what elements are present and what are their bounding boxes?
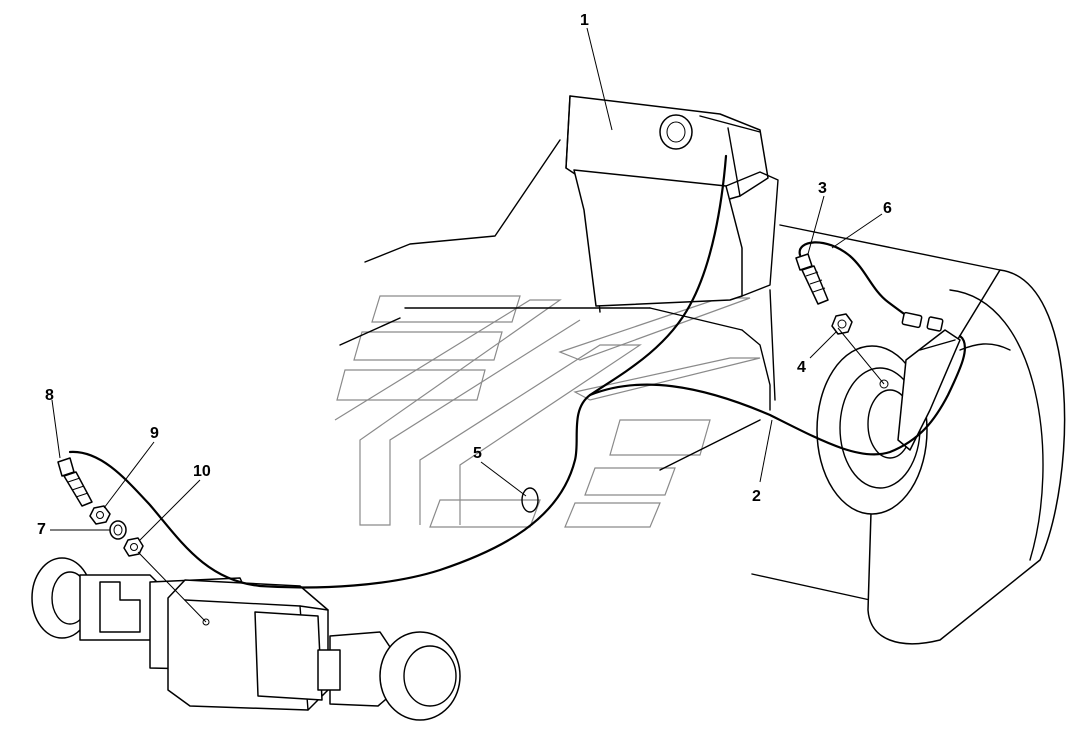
- pipe-clip-part-5: [521, 487, 539, 513]
- callout-7: 7: [37, 521, 46, 538]
- callout-8: 8: [45, 387, 54, 404]
- branch-brake-pipe: [588, 334, 966, 456]
- brake-fluid-reservoir: [565, 95, 779, 307]
- pipe-union-part-8: [57, 457, 93, 507]
- brake-hose-part-6: [798, 241, 912, 320]
- plug-part-7: [109, 520, 127, 540]
- callout-10: 10: [193, 463, 211, 480]
- watermark-logo: [334, 295, 761, 528]
- hose-end-fittings-part-6: [901, 311, 944, 332]
- callout-2: 2: [752, 488, 761, 505]
- callout-1: 1: [580, 12, 589, 29]
- callout-5: 5: [473, 445, 482, 462]
- left-axle-assembly: [31, 557, 461, 721]
- nut-part-10: [123, 537, 144, 557]
- main-brake-pipe: [68, 154, 728, 589]
- pipe-union-part-3: [795, 253, 829, 305]
- callout-3: 3: [818, 180, 827, 197]
- leader-lines: [50, 27, 885, 623]
- callout-4: 4: [797, 359, 806, 376]
- callout-labels: 1 2 3 4 5 6 7 8 9 10: [37, 12, 892, 538]
- nut-part-4: [831, 313, 853, 335]
- nut-part-9: [89, 505, 111, 525]
- callout-6: 6: [883, 200, 892, 217]
- right-wheel-hub: [816, 269, 1066, 645]
- callout-9: 9: [150, 425, 159, 442]
